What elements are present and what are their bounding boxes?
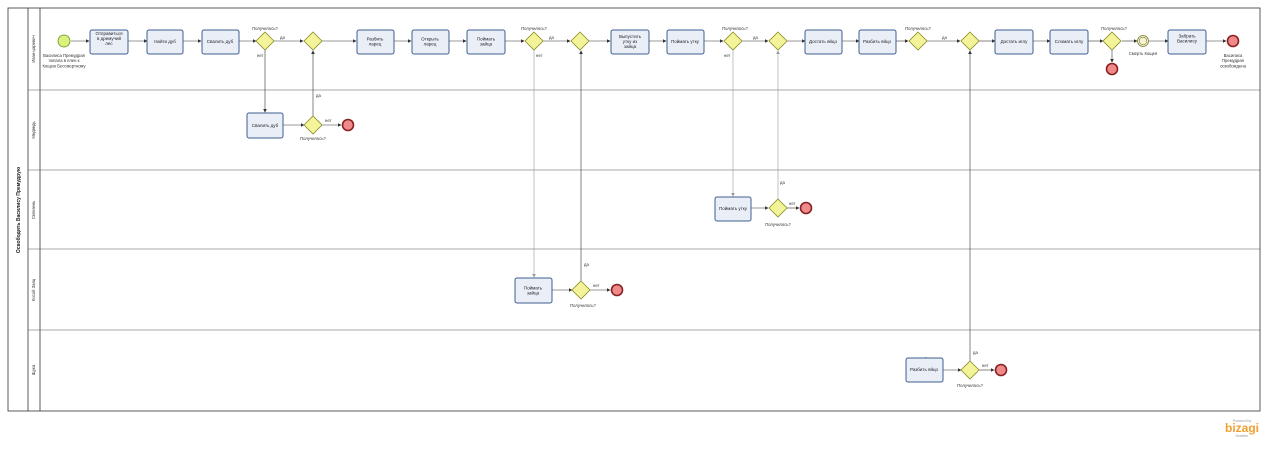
flow-label-yes: да [316,93,321,98]
gateway-label: Получилось? [300,136,326,141]
svg-text:Достать яйцо: Достать яйцо [809,38,837,44]
end-event-fail [341,118,355,132]
task-get-needle[interactable]: Достать иглу [994,29,1034,55]
gateway-label: Получилось? [765,222,791,227]
end-event-fail [994,363,1008,377]
flow-labels: да нет да нет да нет да нет да нет да не… [257,35,989,368]
flow-label-no: нет [257,53,264,58]
gateway-decision [255,31,275,51]
gateway-decision [960,360,980,380]
gateway-decision [908,31,928,51]
svg-text:Достать иглу: Достать иглу [1001,39,1029,44]
flow-label-yes: да [280,35,285,40]
sequence-flows [71,39,1227,372]
flow-label-yes: да [973,350,978,355]
svg-text:Свалить дуб: Свалить дуб [207,39,234,44]
flow-label-yes: да [549,35,554,40]
gateway-merge [303,31,323,51]
gateway-decision [768,198,788,218]
task-fell-oak[interactable]: Свалить дуб [201,29,240,55]
gateway-merge [768,31,788,51]
bizagi-logo: Powered by bizagi Modeler [1224,419,1259,438]
lane-label-bear: Медведь [31,121,36,139]
svg-text:Сломать иглу: Сломать иглу [1055,39,1084,44]
gateway-decision [1102,31,1122,51]
task-break-egg[interactable]: Разбить яйцо [858,29,897,55]
flow-label-yes: да [753,35,758,40]
task-bear-fell-oak[interactable]: Свалить дуб [246,112,284,139]
end-event-fail [799,201,813,215]
task-drake-catch-duck[interactable]: Поймать утку [714,196,752,222]
task-pike-break-egg[interactable]: Разбить яйцо [905,357,944,383]
svg-text:Найти дуб: Найти дуб [154,38,176,44]
lane-label-pike: Щука [31,364,36,375]
gateway-decision [303,115,323,135]
svg-text:Разбить яйцо: Разбить яйцо [863,38,892,44]
end-event-fail [610,283,624,297]
pool-label: Освободить Василису Премудрую [15,166,22,253]
lane-label-drake: Селезень [31,200,36,219]
flow-label-no: нет [536,53,543,58]
svg-text:Разбить яйцо: Разбить яйцо [910,366,939,372]
flow-label-no: нет [724,53,731,58]
task-catch-duck[interactable]: Поймать утку [666,29,705,55]
intermediate-event-label: Смерть Кощея [1129,51,1158,56]
start-event [57,34,71,48]
gateway-label: Получилось? [1101,26,1127,31]
gateway-decision [571,280,591,300]
task-find-oak[interactable]: Найти дуб [146,29,184,55]
gateway-label: Получилось? [252,26,278,31]
gateway-label: Получилось? [957,383,983,388]
flow-label-no: нет [593,283,600,288]
flow-label-yes: да [942,35,947,40]
flow-label-yes: да [780,180,785,185]
pool-frame [7,7,1261,412]
flow-label-yes: да [584,262,589,267]
gateway-label: Получилось? [905,26,931,31]
gateway-merge [570,31,590,51]
flow-label-no: нет [982,363,989,368]
lane-label-ivan: Иван-царевич [31,35,36,62]
end-event-fail [1105,62,1119,76]
gateway-label: Получилось? [570,303,596,308]
gateway-label: Получилось? [722,26,748,31]
svg-text:Поймать утку: Поймать утку [719,205,748,211]
gateway-label: Получилось? [521,26,547,31]
gateway-merge [960,31,980,51]
svg-text:Поймать утку: Поймать утку [671,38,700,44]
intermediate-event [1137,35,1149,47]
task-break-needle[interactable]: Сломать иглу [1049,29,1089,55]
gateway-decision [723,31,743,51]
gateway-decision [524,31,544,51]
flow-label-no: нет [789,201,796,206]
end-event-success [1226,34,1240,48]
lane-label-hare: Косой Заяц [31,278,36,301]
svg-text:Свалить дуб: Свалить дуб [252,123,279,128]
flow-label-no: нет [325,118,332,123]
task-get-egg[interactable]: Достать яйцо [804,29,843,55]
